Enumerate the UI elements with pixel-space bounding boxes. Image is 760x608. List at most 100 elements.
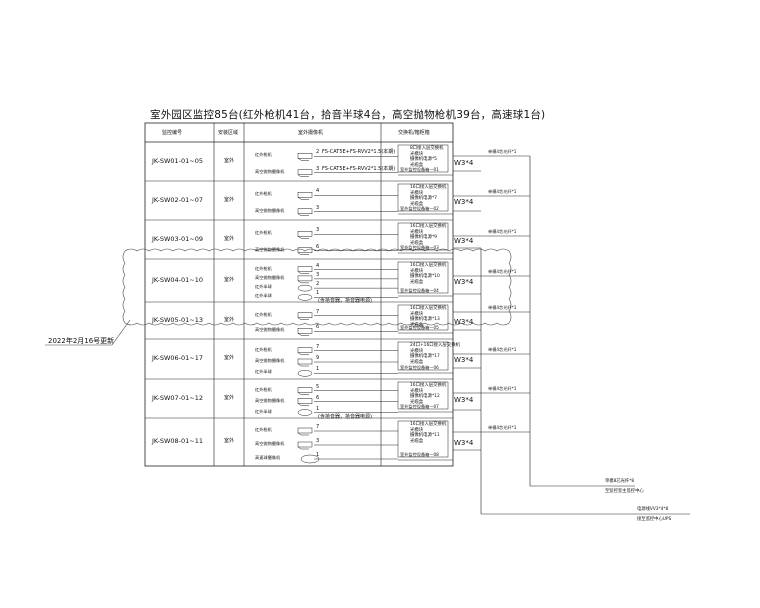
switch-cabinet	[397, 381, 449, 410]
cabinet-item: 光缆盒	[410, 279, 424, 285]
cabinet-item: 16口接入层交换机	[410, 185, 447, 190]
camera-count: 3	[316, 165, 320, 172]
update-note: 2022年2月16号更新	[48, 337, 115, 345]
cable-note: (含拾音器，拾音器电源)	[318, 413, 372, 420]
bullet-camera-icon	[297, 266, 313, 274]
camera-label: 红外枪机	[255, 191, 272, 197]
fiber-label: 单模4芯光纤*1	[488, 347, 517, 352]
bullet-camera-icon	[297, 208, 313, 216]
cabinet-item: 摄像机电源*17	[410, 354, 440, 359]
power-cable-label: W3*4	[454, 395, 474, 404]
cabinet-name: 室外监控设备箱—05	[400, 325, 439, 330]
cabinet-item: 光模块	[410, 348, 424, 354]
cabinet-item: 摄像机电源*7	[410, 196, 437, 201]
dome-camera-icon	[297, 370, 313, 377]
bullet-camera-icon	[297, 247, 313, 255]
cabinet-item: 光缆盒	[410, 201, 424, 207]
camera-count: 6	[316, 243, 320, 250]
fiber-label: 单模4芯光纤*1	[488, 305, 517, 310]
camera-label: 红外半球	[255, 284, 272, 290]
cabinet-item: 16口接入层交换机	[410, 306, 447, 311]
cable-note: (含拾音器，拾音器电源)	[318, 298, 372, 305]
cabinet-item: 16口接入层交换机	[410, 383, 447, 388]
power-total-label: 电源线VV3*4*8	[637, 507, 669, 512]
fiber-total-label: 单模8芯光纤*8	[605, 479, 635, 484]
group-id: JK-SW07-01~12	[152, 393, 204, 402]
bullet-camera-icon	[297, 387, 313, 395]
fiber-label: 单模4芯光纤*1	[488, 189, 517, 194]
camera-count: 7	[316, 424, 320, 430]
cabinet-name: 室外监控设备箱—06	[400, 365, 439, 370]
group-id: JK-SW03-01~09	[152, 234, 204, 243]
group-location: 室外	[224, 157, 235, 164]
camera-label: 红外半球	[255, 369, 272, 375]
cabinet-item: 光模块	[410, 190, 424, 196]
camera-label: 红外枪机	[255, 386, 272, 392]
camera-count: 3	[316, 438, 320, 444]
fiber-label: 单模4芯光纤*1	[488, 386, 517, 391]
camera-label: 高空抛物摄像机	[255, 246, 285, 252]
bullet-camera-icon	[297, 358, 313, 367]
cabinet-item: 光缆盒	[410, 240, 424, 246]
group-id: JK-SW01-01~05	[152, 156, 204, 165]
bullet-camera-icon	[297, 312, 313, 320]
cable-note: FS-CAT5E+FS-RVV2*1.5(本期)	[322, 165, 396, 172]
camera-count: 4	[316, 262, 320, 269]
power-cable-label: W3*4	[454, 277, 474, 286]
group-location: 室外	[224, 235, 235, 242]
camera-count: 7	[316, 343, 320, 350]
bullet-camera-icon	[297, 192, 313, 200]
group-location: 室外	[224, 355, 235, 361]
camera-label: 高速球摄像机	[255, 455, 281, 460]
camera-label: 红外枪机	[255, 311, 272, 317]
group-id: JK-SW06-01~17	[152, 354, 204, 362]
fiber-label: 单模4芯光纤*1	[488, 229, 517, 234]
camera-count: 3	[316, 204, 320, 211]
switch-cabinet	[397, 183, 449, 212]
cabinet-item: 光模块	[410, 151, 424, 157]
switch-cabinet	[397, 420, 449, 458]
dome-camera-icon	[297, 294, 313, 301]
fiber-trunks	[453, 155, 690, 515]
camera-count: 1	[316, 405, 320, 412]
header-id: 监控编号	[162, 130, 183, 136]
camera-count: 2	[316, 149, 320, 156]
camera-count: 3	[316, 227, 320, 234]
group-location: 室外	[224, 438, 235, 444]
camera-count: 9	[316, 355, 320, 361]
cabinet-item: 光模块	[410, 388, 424, 394]
cabinet-name: 室外监控设备箱—01	[400, 167, 439, 172]
cabinet-item: 16口接入层交换机	[410, 224, 447, 229]
fiber-label: 单模4芯光纤*1	[488, 149, 517, 154]
power-cable-label: W3*4	[454, 356, 474, 364]
camera-label: 高空抛物摄像机	[255, 274, 285, 280]
camera-label: 高空抛物摄像机	[255, 358, 285, 363]
bullet-camera-icon	[297, 441, 313, 450]
cabinet-item: 光模块	[410, 229, 424, 235]
camera-count: 6	[316, 324, 320, 331]
group-id: JK-SW05-01~13	[152, 315, 204, 324]
camera-count: 6	[316, 394, 320, 401]
camera-count: 4	[316, 188, 320, 195]
camera-label: 高空抛物摄像机	[255, 327, 285, 333]
group-location: 室外	[224, 316, 235, 323]
cabinet-item: 光模块	[410, 427, 424, 433]
bullet-camera-icon	[297, 231, 313, 239]
camera-count: 7	[316, 308, 320, 315]
switch-cabinet	[397, 304, 449, 331]
camera-count: 3	[316, 271, 320, 278]
camera-count: 1	[316, 290, 320, 297]
group-location: 室外	[224, 394, 235, 401]
power-cable-label: W3*4	[454, 158, 474, 167]
bullet-camera-icon	[297, 169, 313, 177]
revision-cloud	[122, 248, 512, 326]
camera-label: 红外枪机	[255, 230, 272, 236]
header-switch: 交换机/箱柜箱	[398, 130, 430, 136]
bullet-camera-icon	[297, 153, 313, 161]
camera-label: 红外枪机	[255, 265, 272, 271]
cabinet-item: 8口接入层交换机	[410, 146, 444, 151]
cabinet-item: 摄像机电源*13	[410, 317, 440, 322]
group-id: JK-SW08-01~11	[152, 437, 204, 445]
